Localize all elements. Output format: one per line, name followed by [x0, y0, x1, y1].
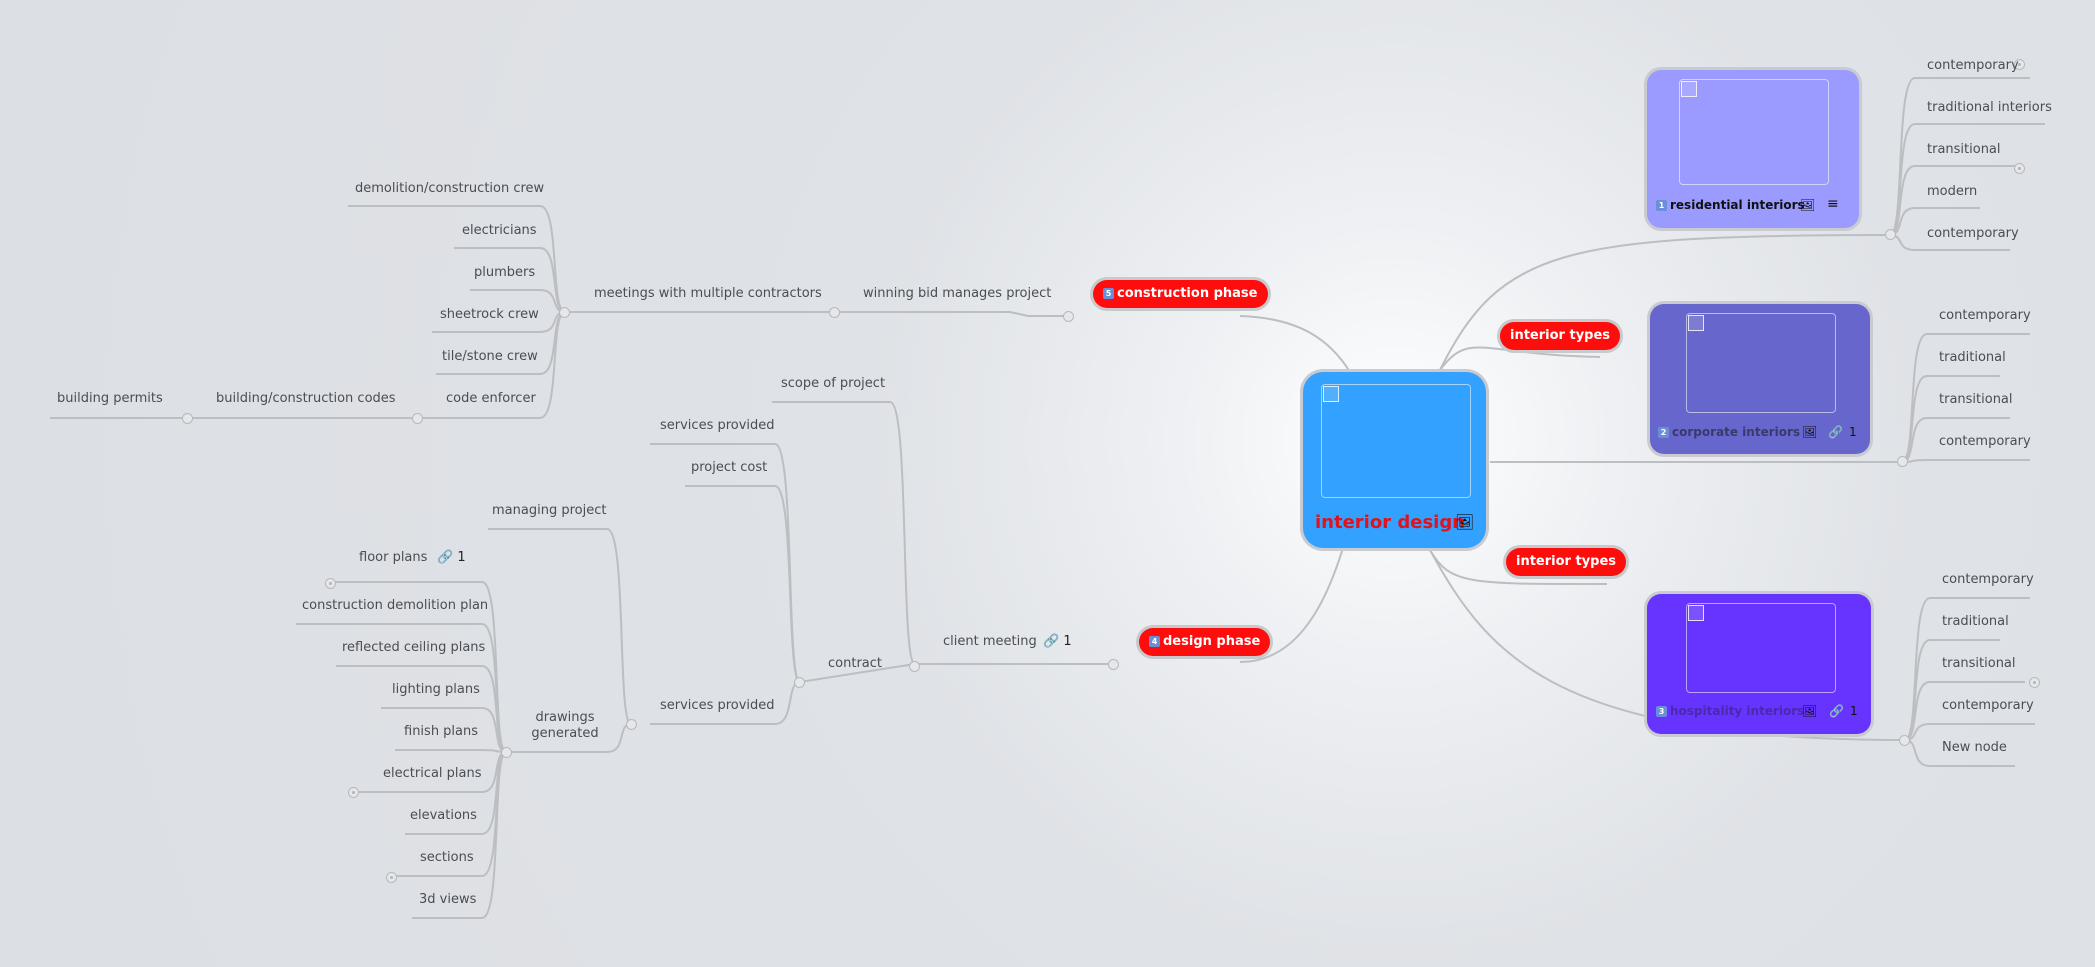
branch-interior-types-bottom[interactable]: interior types [1506, 548, 1627, 576]
hospitality-child[interactable]: contemporary [1942, 572, 2034, 587]
collapse-toggle[interactable] [1108, 659, 1119, 670]
codes-node[interactable]: building/construction codes [216, 391, 396, 406]
branch-interior-types-top[interactable]: interior types [1500, 322, 1621, 350]
node-image [1686, 313, 1836, 413]
image-icon[interactable]: 🖼 [1455, 513, 1475, 531]
collapse-toggle[interactable] [794, 677, 805, 688]
residential-child[interactable]: traditional interiors [1927, 100, 2052, 115]
image-icon[interactable]: 🖼 [1800, 198, 1816, 212]
drawing-item[interactable]: sections [420, 850, 474, 865]
branch-label: interior types [1510, 328, 1611, 343]
residential-child[interactable]: contemporary [1927, 226, 2019, 241]
meetings-node[interactable]: meetings with multiple contractors [594, 286, 822, 301]
branch-label: design phase [1163, 634, 1261, 649]
collapse-toggle[interactable] [1063, 311, 1074, 322]
root-image [1321, 384, 1471, 498]
drawing-item[interactable]: elevations [410, 808, 477, 823]
hospitality-child[interactable]: traditional [1942, 614, 2009, 629]
collapse-toggle[interactable] [501, 747, 512, 758]
hospitality-child[interactable]: contemporary [1942, 698, 2034, 713]
drawing-item[interactable]: lighting plans [392, 682, 480, 697]
node-image [1679, 79, 1829, 185]
root-node[interactable]: interior design 🖼 [1303, 372, 1486, 548]
corporate-child[interactable]: traditional [1939, 350, 2006, 365]
priority-icon: 1 [1656, 200, 1667, 211]
link-count: 1 [1063, 634, 1072, 649]
collapse-toggle[interactable] [412, 413, 423, 424]
collapse-toggle[interactable] [626, 719, 637, 730]
branch-label: construction phase [1117, 286, 1258, 301]
collapse-toggle[interactable] [829, 307, 840, 318]
expand-toggle[interactable] [325, 578, 336, 589]
managing-node[interactable]: managing project [492, 503, 607, 518]
collapse-toggle[interactable] [1899, 735, 1910, 746]
collapse-toggle[interactable] [1885, 229, 1896, 240]
contractor-item[interactable]: electricians [462, 223, 537, 238]
contractor-item[interactable]: code enforcer [446, 391, 536, 406]
priority-icon: 5 [1103, 288, 1114, 299]
drawing-item[interactable]: reflected ceiling plans [342, 640, 486, 655]
hospitality-child[interactable]: New node [1942, 740, 2007, 755]
corporate-child[interactable]: transitional [1939, 392, 2013, 407]
link-icon[interactable]: 🔗 [1828, 425, 1843, 439]
link-count: 1 [457, 550, 466, 565]
drawing-item[interactable]: 3d views [419, 892, 477, 907]
contract-node[interactable]: contract [828, 656, 882, 671]
residential-child[interactable]: contemporary [1927, 58, 2019, 73]
image-icon[interactable]: 🖼 [1802, 704, 1818, 718]
expand-toggle[interactable] [386, 872, 397, 883]
collapse-toggle[interactable] [559, 307, 570, 318]
expand-toggle[interactable] [348, 787, 359, 798]
priority-icon: 4 [1149, 636, 1160, 647]
hospitality-child[interactable]: transitional [1942, 656, 2016, 671]
root-title: interior design [1315, 512, 1466, 533]
scope-node[interactable]: scope of project [781, 376, 886, 391]
contractor-item[interactable]: tile/stone crew [442, 349, 538, 364]
drawing-item[interactable]: electrical plans [383, 766, 482, 781]
contract-child[interactable]: project cost [691, 460, 768, 475]
priority-icon: 3 [1656, 706, 1667, 717]
link-icon[interactable]: 🔗 [1829, 704, 1844, 718]
branch-label: interior types [1516, 554, 1617, 569]
notes-icon[interactable]: ≡ [1827, 196, 1839, 212]
drawing-item[interactable]: finish plans [404, 724, 479, 739]
expand-toggle[interactable] [2029, 677, 2040, 688]
drawings-node[interactable]: drawings generated [531, 710, 599, 741]
collapse-toggle[interactable] [909, 661, 920, 672]
residential-child[interactable]: modern [1927, 184, 1978, 199]
expand-toggle[interactable] [2014, 59, 2025, 70]
corporate-child[interactable]: contemporary [1939, 434, 2031, 449]
collapse-toggle[interactable] [182, 413, 193, 424]
corporate-child[interactable]: contemporary [1939, 308, 2031, 323]
image-icon[interactable]: 🖼 [1802, 425, 1818, 439]
link-count: 1 [1850, 704, 1858, 718]
link-count: 1 [1849, 425, 1857, 439]
contract-child[interactable]: services provided [660, 418, 775, 433]
permits-node[interactable]: building permits [57, 391, 163, 406]
link-icon[interactable]: 🔗 1 [437, 550, 466, 565]
residential-child[interactable]: transitional [1927, 142, 2001, 157]
drawing-item[interactable]: floor plans [359, 550, 428, 565]
contractor-item[interactable]: demolition/construction crew [355, 181, 545, 196]
contract-child[interactable]: services provided [660, 698, 775, 713]
client-meeting-node[interactable]: client meeting [943, 634, 1037, 649]
drawing-item[interactable]: construction demolition plan [302, 598, 489, 613]
collapse-toggle[interactable] [1897, 456, 1908, 467]
contractor-item[interactable]: plumbers [474, 265, 536, 280]
winning-bid-node[interactable]: winning bid manages project [863, 286, 1052, 301]
link-icon[interactable]: 🔗 1 [1043, 634, 1072, 649]
priority-icon: 2 [1658, 427, 1669, 438]
expand-toggle[interactable] [2014, 163, 2025, 174]
contractor-item[interactable]: sheetrock crew [440, 307, 539, 322]
node-image [1686, 603, 1836, 693]
